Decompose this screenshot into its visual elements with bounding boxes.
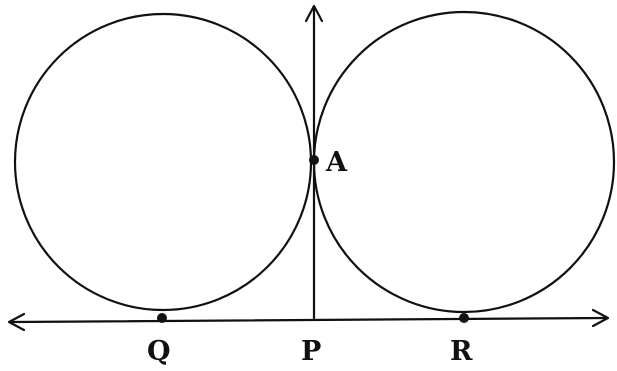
point-R-dot: [459, 313, 469, 323]
right-arrowhead-icon: [591, 308, 610, 328]
label-A: A: [325, 147, 348, 178]
right-circle: [312, 10, 616, 314]
point-Q-dot: [157, 313, 167, 323]
label-P: P: [301, 336, 321, 367]
label-R: R: [450, 336, 473, 367]
point-A-dot: [309, 155, 319, 165]
left-circle: [13, 12, 313, 312]
left-arrowhead-icon: [7, 312, 26, 332]
label-Q: Q: [147, 336, 171, 367]
tangent-line-QR: [10, 316, 608, 324]
top-arrowhead-icon: [304, 4, 324, 23]
